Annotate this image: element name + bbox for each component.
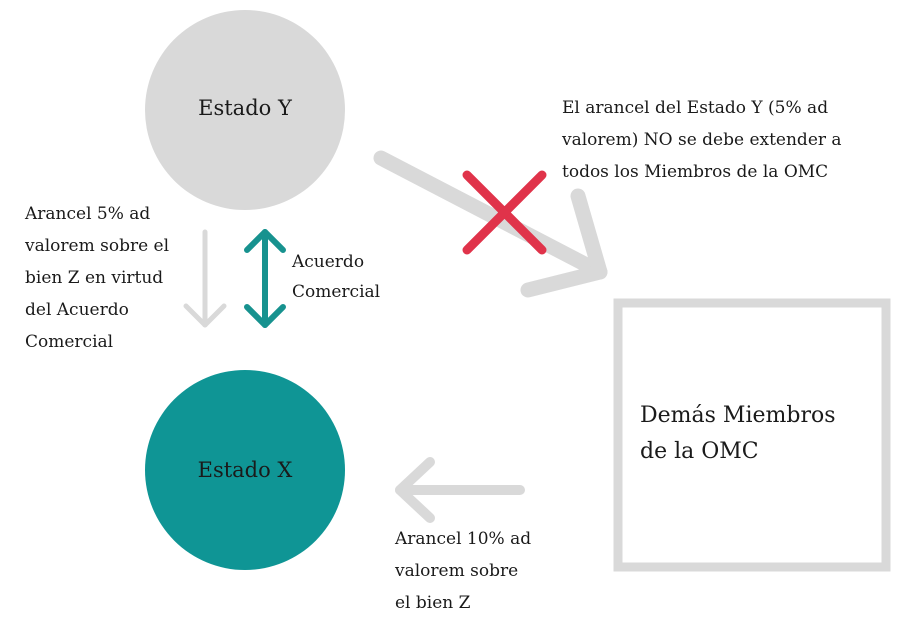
arancel-5-arrow	[183, 229, 227, 328]
extension-arrow	[373, 150, 608, 298]
estado-y-circle	[145, 10, 345, 210]
estado-x-circle	[145, 370, 345, 570]
arancel-10-label: Arancel 10% ad valorem sobre el bien Z	[395, 529, 532, 613]
arancel-5-label: Arancel 5% ad valorem sobre el bien Z en…	[25, 204, 170, 352]
no-extender-label: El arancel del Estado Y (5% ad valorem) …	[562, 98, 842, 182]
arancel-10-arrow	[395, 457, 525, 523]
acuerdo-double-arrow	[244, 229, 286, 328]
estado-y-label: Estado Y	[198, 96, 292, 120]
acuerdo-label: Acuerdo Comercial	[292, 252, 381, 302]
otros-miembros-label: Demás Miembros de la OMC	[640, 403, 836, 464]
estado-x-label: Estado X	[197, 458, 293, 482]
otros-miembros-box	[613, 298, 891, 572]
prohibited-cross-icon	[462, 170, 547, 255]
